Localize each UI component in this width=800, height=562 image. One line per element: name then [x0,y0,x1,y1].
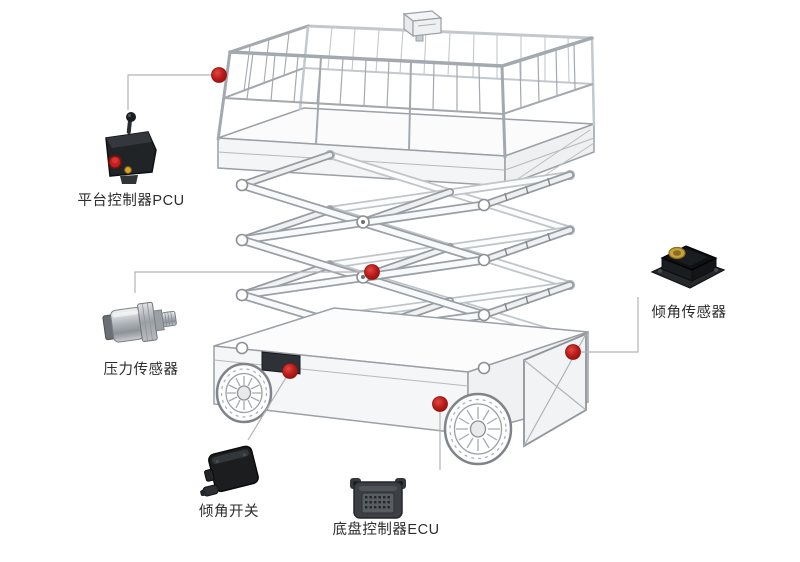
tilt-angle-sensor-icon [650,245,726,289]
callout-line-tilt-switch [247,370,291,441]
label-pressure-sensor: 压力传感器 [103,362,179,378]
hotspot-pressure-sensor[interactable] [364,264,380,280]
chassis [213,307,589,466]
pressure-sensor-image [100,294,180,357]
chassis-ecu-image [350,474,406,527]
callout-lines [127,74,639,470]
hotspot-markers [211,67,581,412]
tilt-switch-image [198,438,268,509]
callout-line-tilt-angle-sensor [573,297,639,353]
chassis-ecu-icon [350,478,406,519]
hotspot-tilt-switch[interactable] [282,363,298,379]
platform-control-box [402,10,443,42]
wheel-left [215,362,273,424]
hotspot-platform-pcu[interactable] [211,67,227,83]
wheel-right [443,392,513,466]
label-chassis-ecu: 底盘控制器ECU [332,522,440,538]
pressure-sensor-icon [102,301,177,343]
callout-line-pressure-sensor [134,271,372,293]
hotspot-tilt-angle-sensor[interactable] [565,344,581,360]
label-tilt-angle-sensor: 倾角传感器 [651,305,727,321]
hotspot-chassis-ecu[interactable] [432,396,448,412]
tilt-angle-sensor-image [646,222,730,299]
label-platform-pcu: 平台控制器PCU [77,193,185,209]
platform-control-unit-image [96,110,166,191]
label-tilt-switch: 倾角开关 [199,504,259,520]
tilt-switch-icon [200,445,259,497]
platform-control-unit-icon [105,112,157,184]
callout-line-pcu [127,74,219,110]
platform-guardrail [216,10,596,159]
